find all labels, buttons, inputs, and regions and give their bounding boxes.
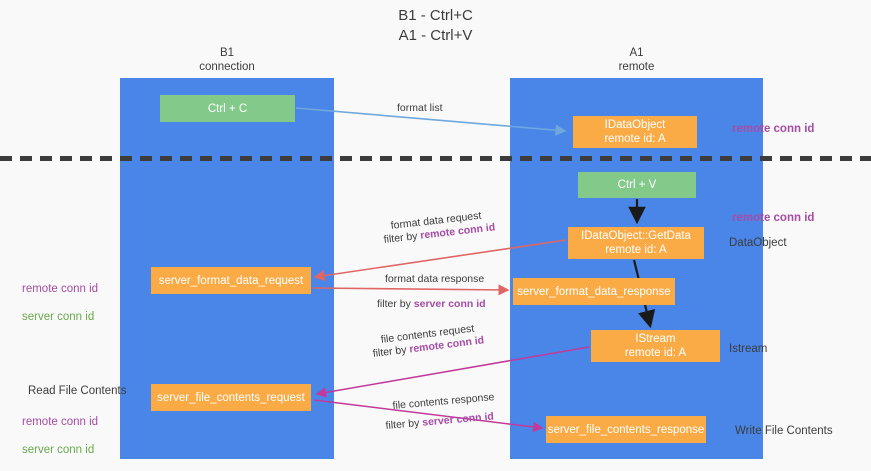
node-server-file-contents-request[interactable]: server_file_contents_request [151, 384, 311, 411]
filter-prefix: filter by [385, 416, 423, 432]
annotation-remote-conn-id: remote conn id [22, 283, 99, 295]
node-ctrl-v[interactable]: Ctrl + V [578, 172, 696, 198]
annotation-istream: Istream [729, 343, 768, 355]
annotation-read-file-contents: Read File Contents [28, 385, 127, 397]
annotation-conn-ids-middle: remote conn id server conn id [22, 268, 98, 338]
annotation-server-conn-id: server conn id [22, 311, 95, 323]
filter-key-server-conn-id: server conn id [413, 298, 486, 310]
node-server-file-contents-response[interactable]: server_file_contents_response [546, 416, 706, 443]
annotation-server-conn-id: server conn id [22, 444, 95, 456]
page-title: B1 - Ctrl+C A1 - Ctrl+V [398, 7, 473, 44]
node-ctrl-c[interactable]: Ctrl + C [160, 95, 295, 122]
annotation-write-file-contents: Write File Contents [735, 425, 833, 437]
edge-filter-format-data-response: filter by server conn id [377, 297, 486, 311]
annotation-remote-conn-id-middle: remote conn id [732, 212, 815, 224]
annotation-conn-ids-bottom: remote conn id server conn id [22, 401, 98, 471]
node-server-format-data-request[interactable]: server_format_data_request [151, 267, 311, 294]
edge-label-format-list: format list [397, 102, 443, 114]
node-server-format-data-response[interactable]: server_format_data_response [513, 278, 675, 305]
annotation-remote-conn-id-top: remote conn id [732, 123, 815, 135]
annotation-remote-conn-id: remote conn id [22, 416, 99, 428]
filter-prefix: filter by [377, 298, 414, 310]
annotation-dataobject: DataObject [729, 237, 787, 249]
node-idataobject[interactable]: IDataObject remote id: A [573, 116, 697, 148]
node-istream[interactable]: IStream remote id: A [591, 330, 720, 362]
section-divider-dashed [0, 156, 871, 161]
node-idataobject-getdata[interactable]: IDataObject::GetData remote id: A [568, 227, 704, 259]
lane-header-a1: A1 remote [618, 47, 655, 73]
lane-header-b1: B1 connection [199, 47, 255, 73]
edge-label-format-data-response: format data response [385, 273, 485, 285]
